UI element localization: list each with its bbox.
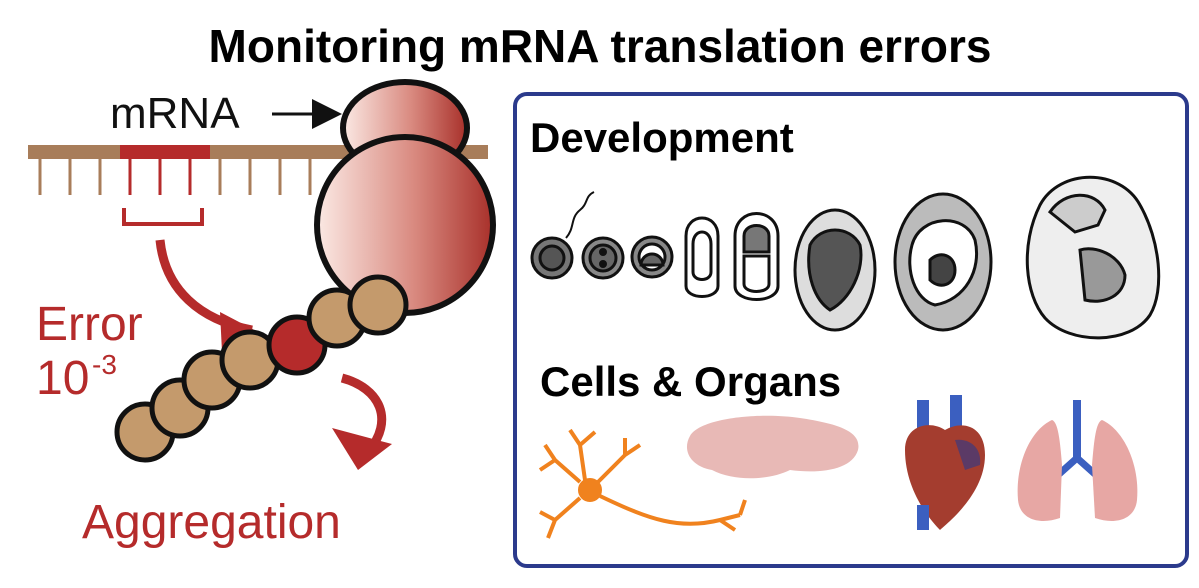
development-stages	[530, 175, 1161, 340]
development-heading: Development	[530, 114, 794, 161]
codon-bracket	[122, 208, 204, 226]
mid-embryo-illustration	[893, 192, 993, 332]
lungs-illustration	[1017, 400, 1138, 521]
mrna-label: mRNA	[110, 89, 240, 138]
context-panel	[513, 92, 1189, 568]
error-label: Error	[36, 298, 143, 351]
codon-highlight	[120, 145, 210, 159]
error-arrow	[155, 239, 253, 335]
blastocyst-illustration	[630, 235, 674, 279]
figure-title: Monitoring mRNA translation errors	[209, 20, 992, 72]
early-embryo-illustration	[793, 208, 877, 332]
polypeptide-chain	[114, 274, 409, 463]
two-cell-illustration	[581, 236, 625, 280]
late-fetus-illustration	[1025, 175, 1161, 340]
cells-organs-heading: Cells & Organs	[540, 358, 841, 405]
ribosome-large-subunit	[314, 134, 496, 316]
aggregation-label: Aggregation	[82, 496, 341, 549]
gastrula-illustration	[733, 212, 780, 301]
neuron-illustration	[538, 428, 747, 539]
amino-acid-bead	[347, 274, 409, 336]
error-rate-exponent: -3	[92, 349, 117, 380]
aggregation-arrowhead	[332, 428, 392, 470]
brain-illustration	[686, 415, 859, 479]
egg-cylinder-illustration	[684, 216, 720, 298]
ribosome	[314, 79, 496, 316]
heart-illustration	[905, 395, 985, 530]
error-rate-base: 10	[36, 352, 89, 405]
zygote-illustration	[530, 191, 595, 280]
